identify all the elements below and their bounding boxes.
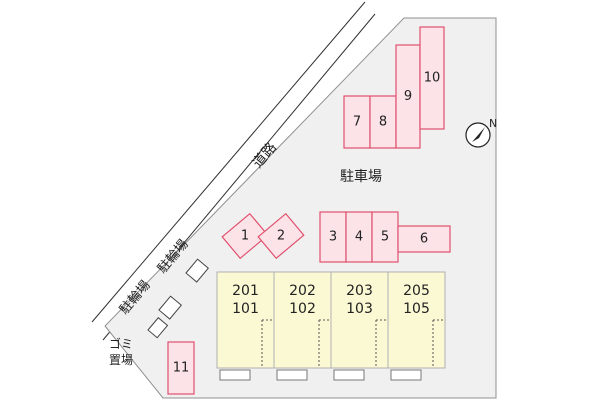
parking-space-10: 10 [419, 26, 445, 130]
parking-space-3: 3 [319, 211, 347, 263]
parking-space-2: 2 [257, 212, 305, 260]
parking-space-6: 6 [397, 225, 451, 253]
parking-spaces: 1 2 3 4 5 6 7 8 9 10 11 [167, 26, 451, 395]
north-letter: N [489, 117, 497, 130]
unit-outline [216, 271, 275, 369]
north-arrow-icon: N [465, 117, 497, 148]
parking-space-8: 8 [369, 95, 397, 149]
bike-rack [158, 295, 182, 320]
bike-rack [185, 258, 209, 283]
parking-space-number: 3 [329, 230, 337, 245]
parking-space-5: 5 [371, 211, 399, 263]
unit-number-lower: 105 [403, 301, 430, 317]
parking-space-rect [369, 95, 397, 149]
entrance-step [333, 369, 365, 381]
bike-rack [147, 317, 169, 339]
parking-space-rect [371, 211, 399, 263]
parking-space-number: 6 [420, 232, 428, 247]
entrance-step [219, 369, 251, 381]
parking-space-rect [343, 95, 371, 149]
road-edge-line [91, 1, 366, 323]
unit-number-upper: 205 [403, 283, 430, 299]
parking-space-rect [221, 212, 269, 260]
parking-space-number: 11 [173, 361, 190, 376]
garbage-area-label: ゴミ 置場 [109, 336, 137, 367]
parking-space-1: 1 [221, 212, 269, 260]
unit-interior-line [318, 319, 331, 367]
parking-label: 駐車場 [340, 168, 382, 185]
bike-parking-area [147, 258, 209, 339]
parking-space-number: 8 [379, 115, 387, 130]
parking-space-rect [395, 44, 421, 149]
unit-number-upper: 203 [346, 283, 373, 299]
parking-space-rect [419, 26, 445, 130]
parking-space-9: 9 [395, 44, 421, 149]
parking-space-rect [345, 211, 373, 263]
parking-space-rect [397, 225, 451, 253]
unit-outline [273, 271, 332, 369]
unit-interior-line [375, 319, 388, 367]
parking-space-7: 7 [343, 95, 371, 149]
unit-outline [387, 271, 446, 369]
parking-space-number: 1 [241, 229, 249, 244]
unit-number-lower: 103 [346, 301, 373, 317]
parking-space-number: 5 [381, 230, 389, 245]
parking-space-number: 7 [353, 115, 361, 130]
unit-interior-line [261, 319, 274, 367]
parking-space-rect [257, 212, 305, 260]
parking-space-rect [167, 341, 195, 395]
parking-space-11: 11 [167, 341, 195, 395]
unit-number-lower: 102 [289, 301, 316, 317]
parking-space-number: 10 [424, 71, 441, 86]
unit-number-lower: 101 [232, 301, 259, 317]
unit-outline [330, 271, 389, 369]
entrance-step [390, 369, 422, 381]
unit-number-upper: 202 [289, 283, 316, 299]
parking-space-4: 4 [345, 211, 373, 263]
unit-interior-line [432, 319, 445, 367]
parking-space-number: 9 [404, 89, 412, 104]
unit-number-upper: 201 [232, 283, 259, 299]
parking-space-number: 4 [355, 230, 363, 245]
entrance-step [276, 369, 308, 381]
parking-space-number: 2 [277, 229, 285, 244]
